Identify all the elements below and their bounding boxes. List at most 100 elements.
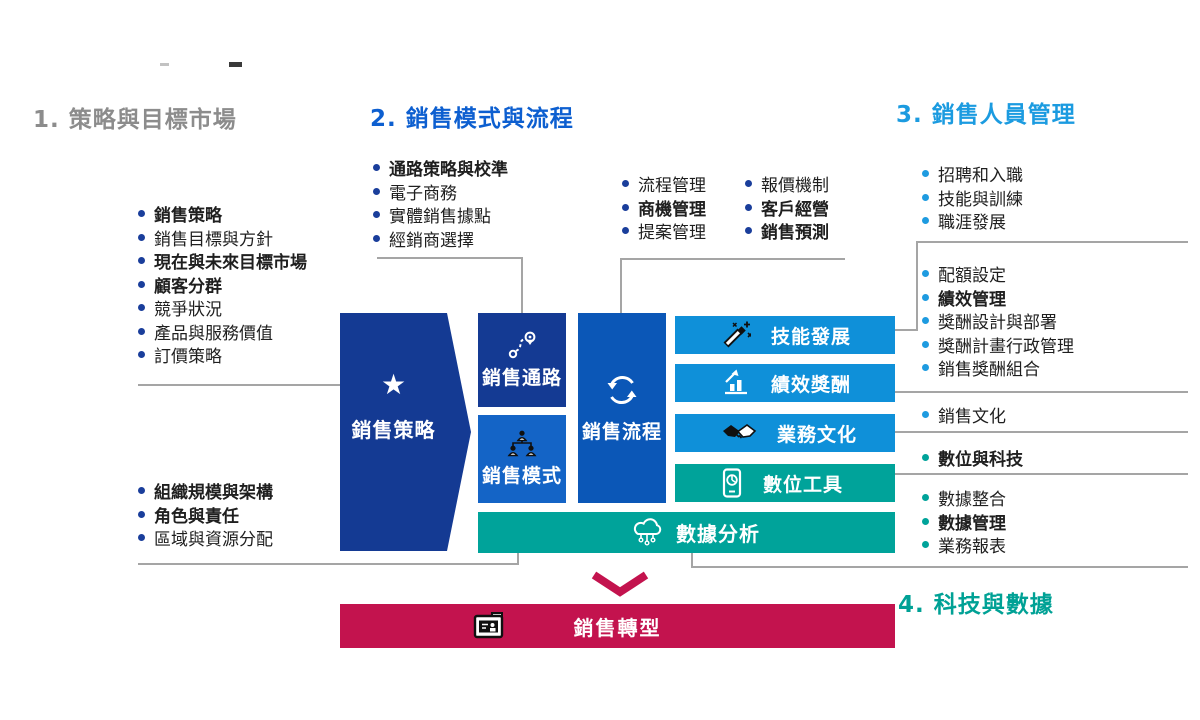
- bullet-icon: [745, 203, 752, 211]
- route-icon: [506, 330, 538, 360]
- list-item-label: 實體銷售據點: [389, 207, 491, 228]
- connector-line: [620, 258, 622, 313]
- presentation-icon: [472, 612, 506, 640]
- list-process-col2: 報價機制客戶經營銷售預測: [745, 172, 829, 243]
- list-item: 績效管理: [922, 286, 1074, 310]
- sales-transformation-bar: 銷售轉型: [340, 604, 895, 648]
- bullet-icon: [138, 327, 145, 335]
- list-item-label: 商機管理: [638, 199, 706, 220]
- list-item: 經銷商選擇: [373, 227, 508, 251]
- list-item-label: 銷售預測: [761, 223, 829, 244]
- bullet-icon: [922, 494, 929, 502]
- list-item: 數位與科技: [922, 446, 1023, 470]
- list-item-label: 業務報表: [938, 537, 1006, 558]
- connector-line: [916, 241, 1188, 243]
- list-compensation: 配額設定績效管理獎酬設計與部署獎酬計畫行政管理銷售獎酬組合: [922, 262, 1074, 380]
- list-item-label: 報價機制: [761, 176, 829, 197]
- list-org-structure: 組織規模與架構角色與責任區域與資源分配: [138, 479, 273, 550]
- list-item-label: 流程管理: [638, 176, 706, 197]
- list-item-label: 通路策略與校準: [389, 160, 508, 181]
- list-item: 客戶經營: [745, 196, 829, 220]
- bullet-icon: [138, 351, 145, 359]
- list-item-label: 數據整合: [938, 490, 1006, 511]
- list-item: 銷售預測: [745, 219, 829, 243]
- connector-line: [895, 391, 1188, 393]
- list-item-label: 電子商務: [389, 183, 457, 204]
- list-process-col1: 流程管理商機管理提案管理: [622, 172, 706, 243]
- list-digital-tech: 數位與科技: [922, 446, 1023, 470]
- magic-wand-icon: [721, 320, 751, 350]
- connector-line: [691, 553, 693, 566]
- list-item: 銷售策略: [138, 202, 307, 226]
- connector-line: [138, 563, 519, 565]
- list-item: 競爭狀況: [138, 296, 307, 320]
- list-item: 通路策略與校準: [373, 156, 508, 180]
- list-item: 銷售目標與方針: [138, 226, 307, 250]
- list-item-label: 獎酬設計與部署: [938, 313, 1057, 334]
- list-item-label: 產品與服務價值: [154, 323, 273, 344]
- sales-strategy-arrow-shape: [340, 313, 471, 551]
- bullet-icon: [138, 487, 145, 495]
- bullet-icon: [373, 234, 380, 242]
- connector-line: [138, 384, 341, 386]
- section-heading-sales-people-management: 3. 銷售人員管理: [896, 102, 1076, 128]
- bullet-icon: [922, 293, 929, 301]
- list-item: 顧客分群: [138, 273, 307, 297]
- bullet-icon: [138, 257, 145, 265]
- list-item-label: 組織規模與架構: [154, 483, 273, 504]
- bullet-icon: [138, 304, 145, 312]
- bullet-icon: [138, 534, 145, 542]
- list-item-label: 獎酬計畫行政管理: [938, 336, 1074, 357]
- bullet-icon: [745, 227, 752, 235]
- list-item-label: 銷售獎酬組合: [938, 360, 1040, 381]
- section-heading-sales-model-process: 2. 銷售模式與流程: [370, 106, 574, 132]
- bullet-icon: [922, 317, 929, 325]
- list-item-label: 數位與科技: [938, 450, 1023, 471]
- list-item-label: 訂價策略: [154, 347, 222, 368]
- list-item: 流程管理: [622, 172, 706, 196]
- list-item: 獎酬設計與部署: [922, 309, 1074, 333]
- bullet-icon: [922, 454, 929, 462]
- digital-tools-bar: 數位工具: [675, 464, 895, 502]
- performance-reward-label: 績效獎酬: [771, 373, 852, 396]
- list-item-label: 績效管理: [938, 289, 1006, 310]
- connector-line: [620, 258, 845, 260]
- business-culture-label: 業務文化: [777, 423, 858, 446]
- list-item: 銷售文化: [922, 403, 1006, 427]
- list-item-label: 提案管理: [638, 223, 706, 244]
- list-item: 訂價策略: [138, 343, 307, 367]
- list-item-label: 招聘和入職: [938, 166, 1023, 187]
- bullet-icon: [622, 203, 629, 211]
- list-item: 提案管理: [622, 219, 706, 243]
- artifact-mark: [229, 62, 242, 67]
- connector-line: [521, 257, 523, 313]
- list-item-label: 競爭狀況: [154, 300, 222, 321]
- list-item: 業務報表: [922, 533, 1006, 557]
- list-item: 獎酬計畫行政管理: [922, 333, 1074, 357]
- bullet-icon: [622, 227, 629, 235]
- bullet-icon: [622, 180, 629, 188]
- list-item: 職涯發展: [922, 209, 1023, 233]
- skill-development-label: 技能發展: [771, 325, 852, 348]
- list-item-label: 數據管理: [938, 513, 1006, 534]
- list-item-label: 銷售目標與方針: [154, 229, 273, 250]
- sales-channel-box: 銷售通路: [478, 313, 566, 407]
- data-analytics-label: 數據分析: [676, 522, 760, 546]
- performance-reward-bar: 績效獎酬: [675, 364, 895, 402]
- list-item: 區域與資源分配: [138, 526, 273, 550]
- bullet-icon: [922, 170, 929, 178]
- business-culture-bar: 業務文化: [675, 414, 895, 452]
- bar-chart-icon: [721, 369, 751, 397]
- skill-development-bar: 技能發展: [675, 316, 895, 354]
- sales-model-box: 銷售模式: [478, 415, 566, 503]
- bullet-icon: [922, 517, 929, 525]
- sales-model-label: 銷售模式: [481, 465, 562, 487]
- bullet-icon: [922, 411, 929, 419]
- bullet-icon: [138, 210, 145, 218]
- handshake-icon: [721, 422, 757, 444]
- connector-line: [895, 431, 1188, 433]
- digital-tools-label: 數位工具: [763, 473, 844, 496]
- artifact-mark: [160, 63, 169, 66]
- list-item: 配額設定: [922, 262, 1074, 286]
